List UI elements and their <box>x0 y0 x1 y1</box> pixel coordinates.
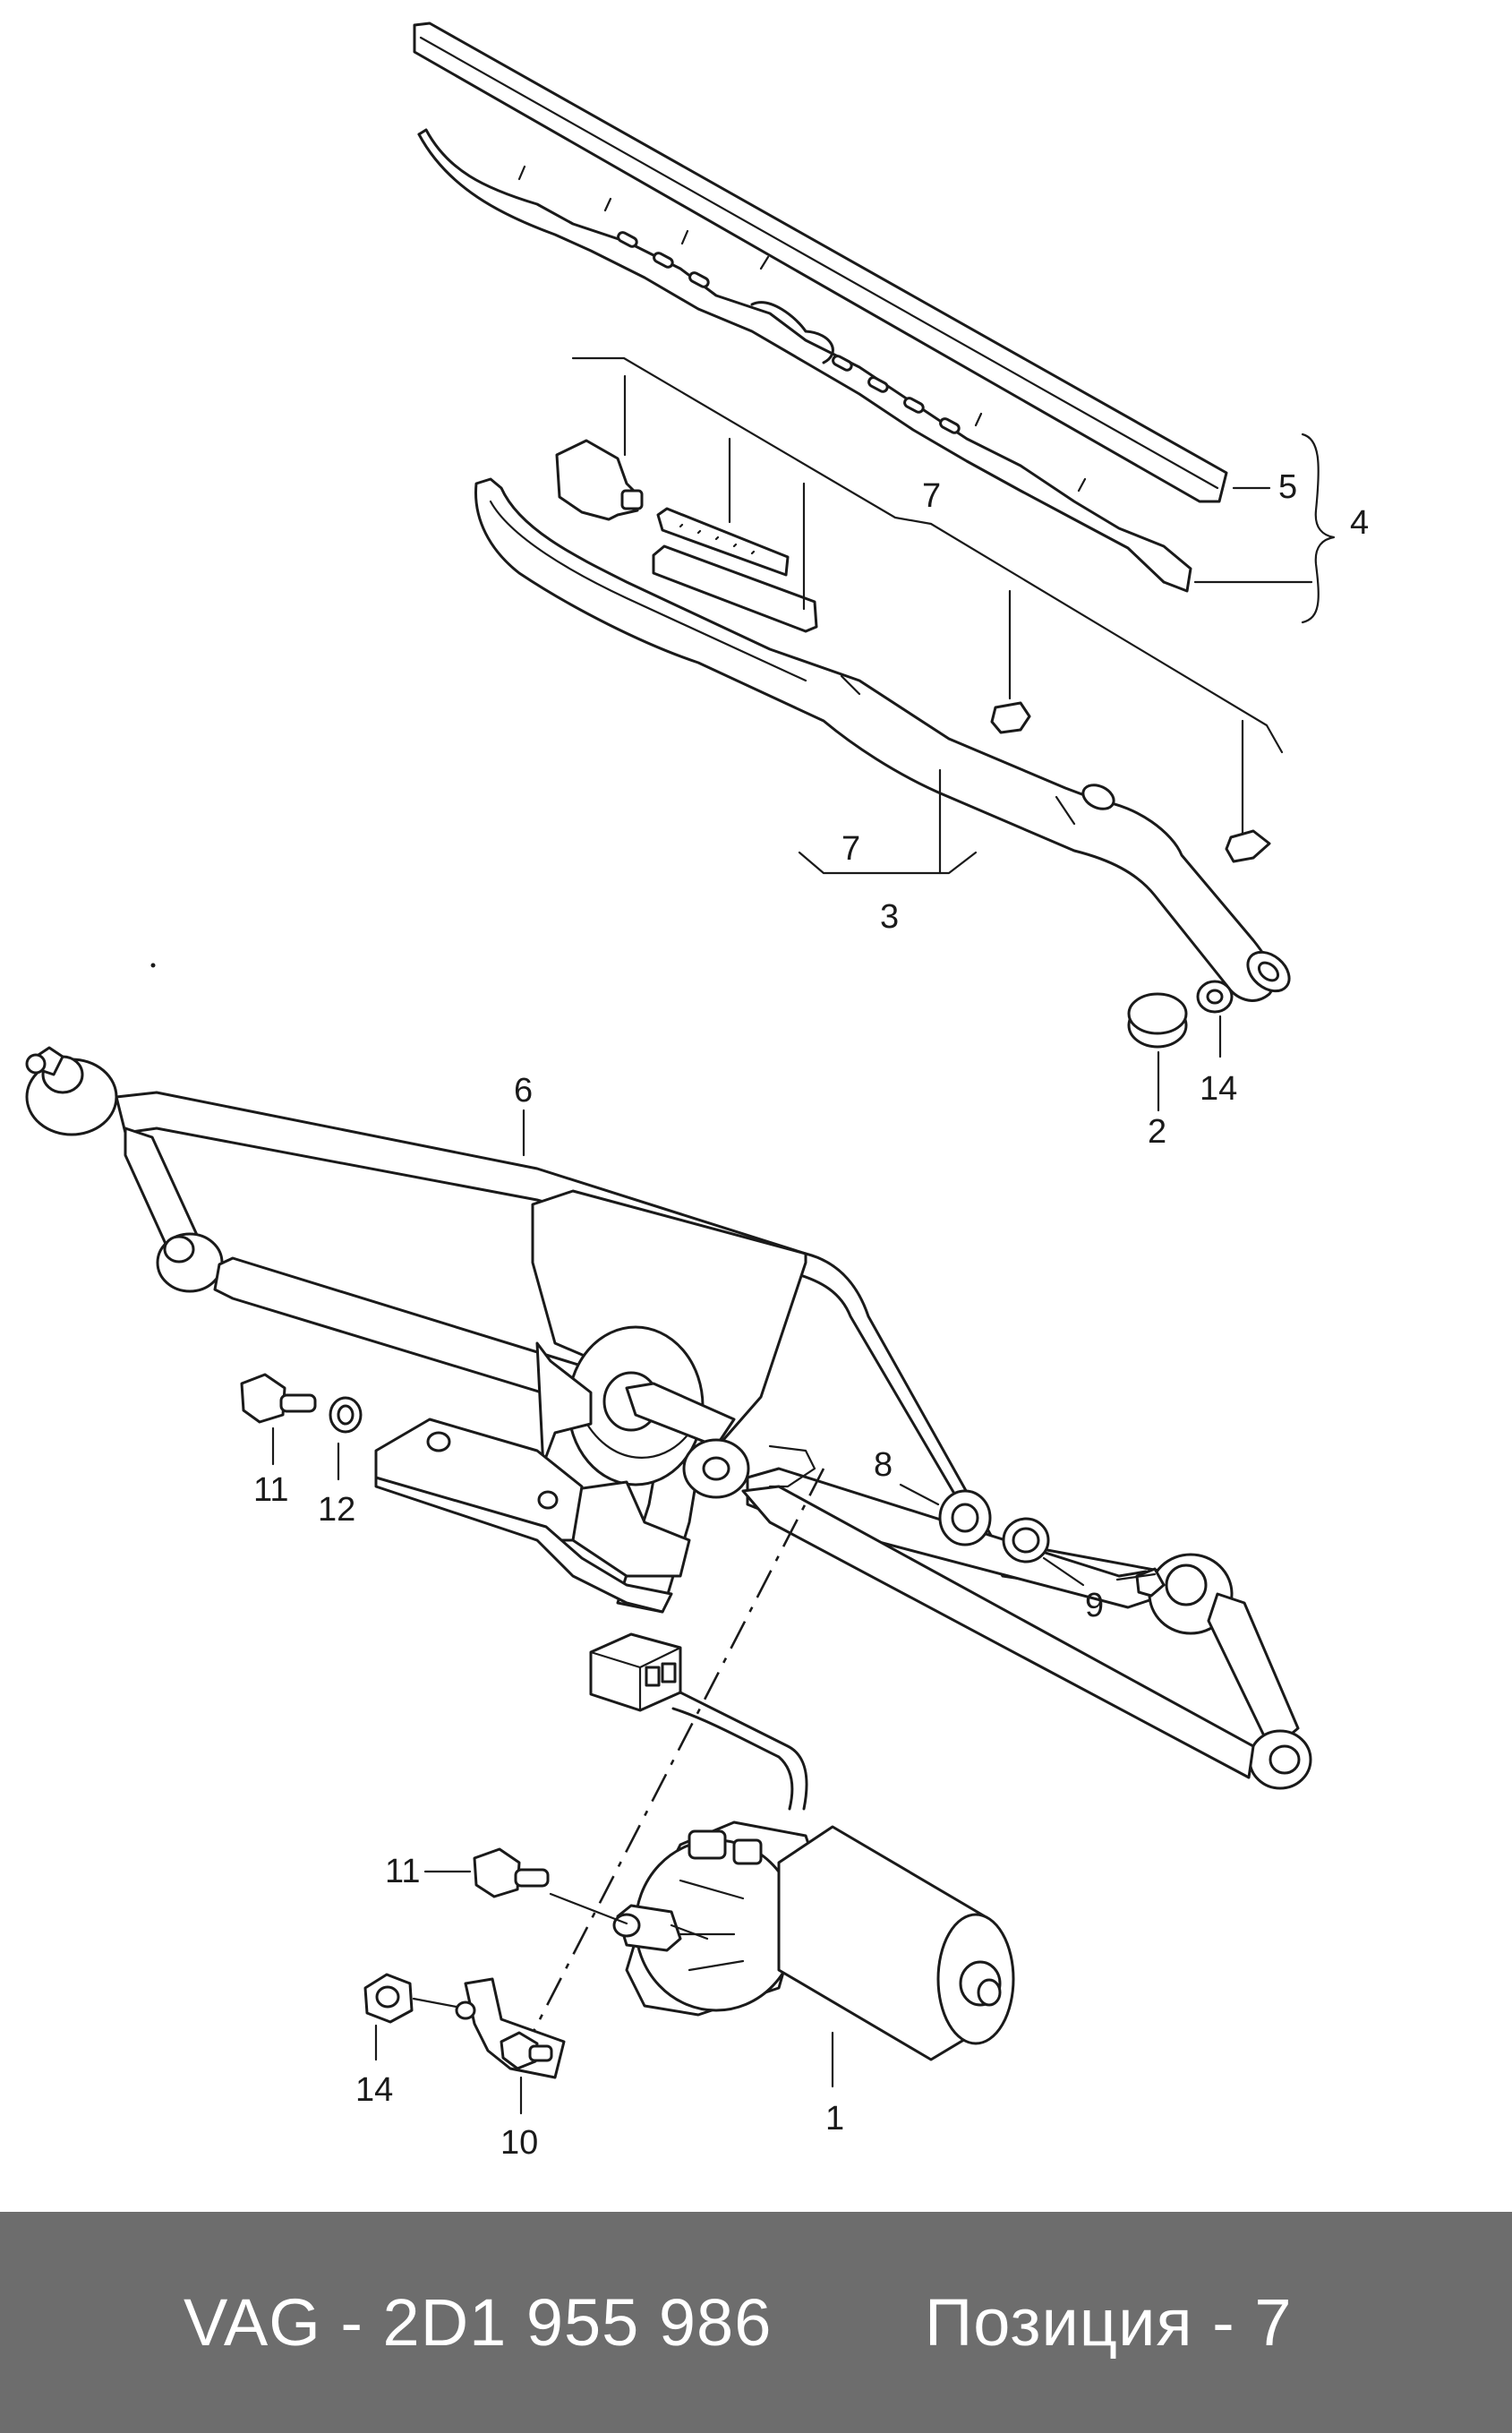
washer-hose-sleeve <box>652 544 818 633</box>
arm-cap-cone <box>1225 829 1271 863</box>
mounting-bracket-left <box>374 1418 673 1614</box>
callout-14-lower: 14 <box>355 2071 393 2109</box>
blade-frame-slots <box>617 231 961 434</box>
cover-cap-2 <box>1127 992 1188 1049</box>
arm-cap-small <box>990 701 1031 734</box>
callout-10: 10 <box>500 2124 538 2162</box>
callout-1: 1 <box>825 2100 844 2137</box>
bushing-8 <box>938 1489 992 1546</box>
bolt-11-left <box>240 1373 317 1424</box>
stud-10 <box>500 2031 553 2070</box>
wiper-arm <box>474 477 1291 1002</box>
callout-12: 12 <box>318 1491 355 1529</box>
callout-14-top: 14 <box>1200 1070 1237 1108</box>
callout-8: 8 <box>874 1446 893 1484</box>
callout-3: 3 <box>880 898 899 936</box>
wiper-blade-frame <box>417 128 1192 593</box>
wiper-motor <box>589 1632 1015 2088</box>
washer-hose <box>656 507 790 577</box>
washer-nozzle <box>555 439 644 521</box>
nut-14-lower <box>363 1973 414 2024</box>
callout-5: 5 <box>1278 468 1297 506</box>
callout-2: 2 <box>1148 1113 1166 1151</box>
wiper-assembly-drawing: 5 4 7 7 3 2 14 6 8 9 11 12 11 1 14 10 <box>25 21 1369 2162</box>
footer-banner: VAG - 2D1 955 986 Позиция - 7 <box>0 2212 1512 2433</box>
callout-6: 6 <box>514 1072 533 1109</box>
washer-9 <box>1002 1517 1050 1563</box>
callout-7-top: 7 <box>922 477 941 515</box>
parts-diagram: 5 4 7 7 3 2 14 6 8 9 11 12 11 1 14 10 <box>25 21 1370 2162</box>
callout-11-left: 11 <box>253 1471 288 1509</box>
callout-11-lower: 11 <box>385 1853 420 1890</box>
part-number-label: VAG - 2D1 955 986 <box>184 2285 773 2360</box>
callout-7-arm: 7 <box>841 830 860 868</box>
callout-9: 9 <box>1085 1587 1104 1624</box>
nut-14-top <box>1196 980 1234 1014</box>
wiper-blade-rubber <box>413 21 1228 503</box>
bolt-11-lower <box>473 1847 550 1898</box>
callout-4: 4 <box>1350 504 1369 542</box>
position-label: Позиция - 7 <box>925 2285 1293 2360</box>
washer-12 <box>329 1396 363 1434</box>
